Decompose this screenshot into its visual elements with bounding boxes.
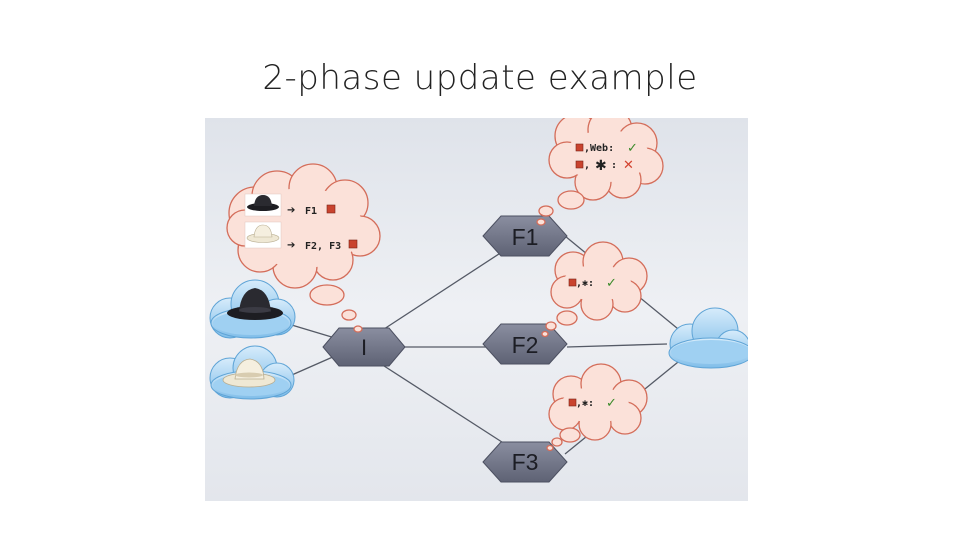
cross-icon: ✕ — [623, 158, 634, 173]
f1-rules-bubble: ,Web: ✓ , ✱ : ✕ — [536, 118, 664, 226]
f1-rule1-match: ,Web: — [584, 143, 614, 154]
switch-f1-label: F1 — [512, 224, 539, 250]
destination-cloud — [668, 307, 748, 369]
check-icon: ✓ — [606, 276, 617, 291]
slide-title: 2-phase update example — [262, 58, 698, 98]
bubble-dot — [545, 321, 557, 331]
check-icon: ✓ — [627, 141, 638, 156]
bubble-dot — [546, 444, 554, 452]
switch-f3-label: F3 — [512, 449, 539, 475]
bubble-dot — [536, 218, 546, 226]
red-tag-icon — [568, 278, 577, 287]
ingress-rules-bubble: ➔ F1 ➔ F2, F3 — [226, 163, 381, 333]
arrow-icon: ➔ — [287, 240, 295, 251]
bubble-dot — [538, 205, 554, 217]
f1-rule2-colon: : — [611, 160, 617, 171]
link-ingress-f1 — [380, 249, 506, 332]
switch-ingress[interactable]: I — [322, 327, 406, 367]
red-tag-icon — [575, 160, 584, 169]
f3-rule-match: ,✱: — [576, 398, 594, 409]
switch-f1[interactable]: F1 — [482, 215, 568, 257]
bubble-dot — [541, 330, 549, 338]
white-hat-icon — [246, 224, 280, 243]
link-ingress-f3 — [380, 363, 506, 445]
black-hat-icon — [227, 288, 283, 320]
bubble-dot — [341, 309, 357, 321]
arrow-icon: ➔ — [287, 205, 295, 216]
switch-f3[interactable]: F3 — [482, 441, 568, 483]
bubble-dot — [353, 325, 363, 333]
f1-rule2-match: , — [584, 160, 590, 171]
f2-rules-bubble: ,✱: ✓ — [541, 241, 648, 338]
red-tag-icon — [568, 398, 577, 407]
black-hat-cloud — [209, 279, 296, 339]
red-tag-icon — [348, 239, 358, 249]
bubble-dot — [557, 190, 585, 210]
bubble-dot — [551, 437, 563, 447]
black-hat-target: F1 — [305, 206, 317, 217]
bubble-dot — [556, 310, 578, 326]
link-f2-dest — [566, 343, 668, 348]
white-hat-icon — [222, 358, 276, 388]
switch-f2[interactable]: F2 — [482, 323, 568, 365]
switch-f2-label: F2 — [512, 332, 539, 358]
network-diagram: I F1 F2 F3 — [205, 118, 748, 501]
black-hat-icon — [247, 195, 279, 211]
bubble-dot — [309, 284, 345, 306]
bubble-dot — [559, 427, 581, 443]
white-hat-cloud — [209, 345, 295, 400]
red-tag-icon — [326, 204, 336, 214]
wildcard-star-icon: ✱ — [595, 158, 607, 174]
white-hat-target: F2, F3 — [305, 241, 341, 252]
red-tag-icon — [575, 143, 584, 152]
f2-rule-match: ,✱: — [576, 278, 594, 289]
f3-rules-bubble: ,✱: ✓ — [546, 363, 648, 452]
switch-ingress-label: I — [361, 335, 367, 360]
check-icon: ✓ — [606, 396, 617, 411]
